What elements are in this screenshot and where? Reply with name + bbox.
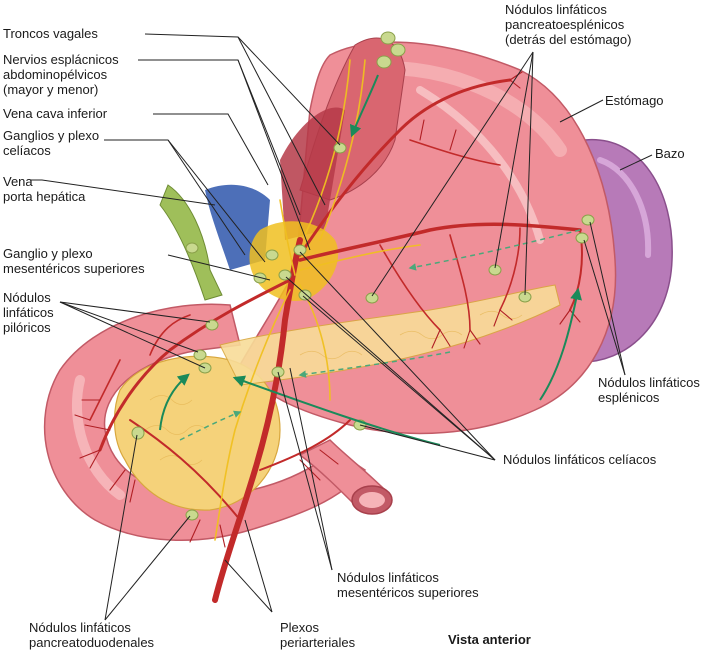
jejunum-lumen: [359, 492, 385, 508]
label-nodulos-esplenicos: Nódulos linfáticos esplénicos: [598, 375, 700, 405]
lymph-nodes: [131, 31, 595, 521]
label-nodulos-pancreatoesplenicos: Nódulos linfáticos pancreatoesplénicos (…: [505, 2, 632, 47]
label-ganglios-celiacos: Ganglios y plexo celíacos: [3, 128, 100, 158]
dashed-flow-arrows: [179, 229, 581, 441]
duodenum-shape: [43, 303, 367, 541]
label-vena-porta: Vena porta hepática: [3, 174, 86, 204]
label-nodulos-mesentericos: Nódulos linfáticos mesentéricos superior…: [337, 570, 479, 600]
portal-vein-shape: [159, 184, 223, 301]
label-ganglio-mesenterico: Ganglio y plexo mesentéricos superiores: [3, 246, 145, 276]
flow-arrows: [159, 74, 583, 446]
arteries: [89, 78, 583, 603]
label-plexos-periarteriales: Plexos periarteriales: [280, 620, 356, 650]
artery-branches: [74, 71, 581, 548]
label-vista-anterior: Vista anterior: [448, 632, 531, 647]
label-nervios-esplacnicos: Nervios esplácnicos abdominopélvicos (ma…: [3, 52, 119, 97]
label-bazo: Bazo: [655, 146, 685, 161]
pancreas-body: [219, 284, 561, 386]
label-nodulos-pancreatoduodenales: Nódulos linfáticos pancreatoduodenales: [29, 620, 155, 650]
label-nodulos-celiacos: Nódulos linfáticos celíacos: [503, 452, 657, 467]
spleen-highlight: [597, 157, 652, 258]
leader-lines: [30, 33, 653, 621]
label-vena-cava: Vena cava inferior: [3, 106, 108, 121]
label-nodulos-piloricos: Nódulos linfáticos pilóricos: [3, 290, 54, 335]
label-troncos-vagales: Troncos vagales: [3, 26, 98, 41]
duodenum-highlight: [72, 375, 125, 500]
label-estomago: Estómago: [605, 93, 664, 108]
